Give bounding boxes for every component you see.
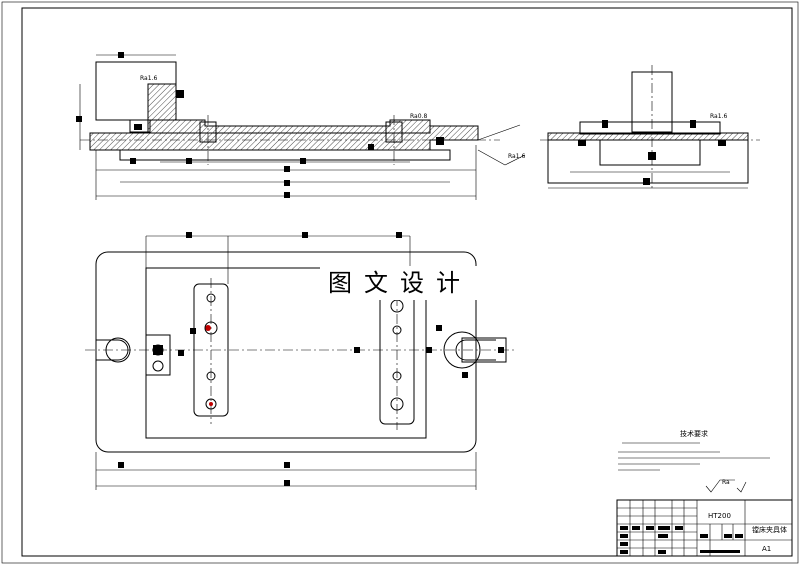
svg-text:Ra0.8: Ra0.8 xyxy=(410,113,427,120)
svg-text:Ra1.6: Ra1.6 xyxy=(508,153,525,160)
drawing-name: 镗床夹具体 xyxy=(752,525,787,534)
side-view: Ra1.6 xyxy=(540,65,760,190)
watermark-text: 图文设计 xyxy=(320,266,480,300)
title-block: HT200 镗床夹具体 A1 xyxy=(616,499,793,557)
surface-roughness-symbol: Ra xyxy=(705,479,747,493)
svg-text:Ra1.6: Ra1.6 xyxy=(710,113,727,120)
front-section-view: Ra1.6 Ra0.8 Ra1.6 xyxy=(76,52,525,200)
technical-requirements: 技术要求 Ra xyxy=(618,429,770,493)
svg-text:Ra: Ra xyxy=(722,479,730,486)
plan-view xyxy=(85,232,515,490)
svg-text:Ra1.6: Ra1.6 xyxy=(140,75,157,82)
material-label: HT200 xyxy=(708,512,731,520)
sheet-size: A1 xyxy=(762,545,771,553)
tech-req-title: 技术要求 xyxy=(680,429,708,438)
sheet-inner-border xyxy=(21,7,793,557)
